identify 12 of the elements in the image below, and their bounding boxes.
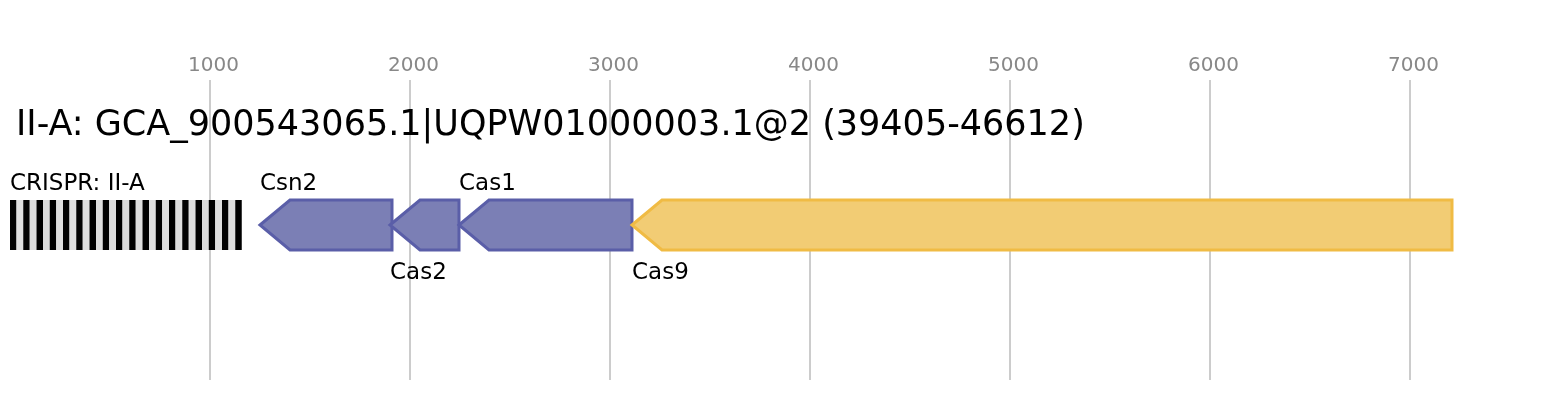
- gene-label: Cas2: [390, 260, 447, 283]
- gene-label: Cas9: [632, 260, 689, 283]
- gene-label: Cas1: [459, 171, 516, 194]
- axis-tick-label: 3000: [588, 52, 639, 76]
- axis-tick-label: 7000: [1388, 52, 1439, 76]
- axis-tick-label: 2000: [388, 52, 439, 76]
- axis-tick-label: 1000: [188, 52, 239, 76]
- axis-tick-label: 6000: [1188, 52, 1239, 76]
- gene-label: Csn2: [260, 171, 318, 194]
- array-label: CRISPR: II-A: [10, 171, 145, 194]
- axis-tick-label: 5000: [988, 52, 1039, 76]
- axis-tick-label: 4000: [788, 52, 839, 76]
